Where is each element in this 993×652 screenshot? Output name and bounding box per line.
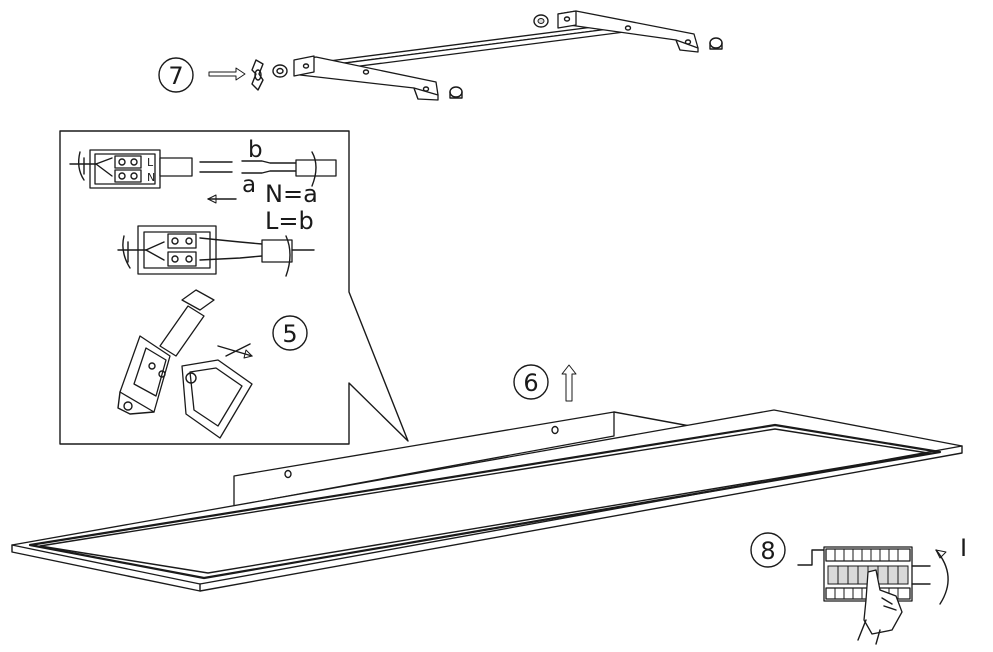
- wire-a-label: a: [242, 172, 256, 198]
- step-5-circle: [272, 315, 308, 351]
- washer-icon: [272, 64, 288, 78]
- rotate-arrow-icon: [935, 549, 949, 605]
- left-arrow-icon: [207, 194, 237, 204]
- mounting-bracket-icon: [293, 10, 699, 101]
- step-7-number: 7: [168, 62, 183, 90]
- panel-screw-right-icon: [551, 425, 559, 435]
- step-5-number: 5: [282, 320, 297, 348]
- rule-live-text: L=b: [265, 207, 314, 235]
- switch-on-symbol: I: [960, 534, 967, 562]
- panel-screw-left-icon: [284, 469, 292, 479]
- step-7-circle: [158, 57, 194, 93]
- terminal-block-assembled-icon: [117, 225, 315, 277]
- terminal-block-icon: L N: [69, 149, 193, 189]
- led-panel-icon: [11, 409, 963, 592]
- terminal-N-label: N: [147, 171, 155, 184]
- step-8-group: 8 I: [750, 532, 967, 645]
- bracket-screw-icon: [449, 14, 723, 99]
- step-6-number: 6: [523, 369, 538, 397]
- step-6-group: 6: [513, 364, 577, 402]
- step-6-circle: [513, 364, 549, 400]
- wiring-detail-box: L N b a N=a L=b: [59, 130, 409, 445]
- connect-equals-icon: [199, 161, 233, 173]
- wire-b-label: b: [248, 137, 263, 163]
- up-arrow-icon: [561, 364, 577, 402]
- mains-cable-icon: [241, 151, 337, 187]
- terminal-cover-icon: [117, 289, 253, 439]
- right-arrow-icon: [208, 67, 246, 81]
- circuit-breaker-icon: [797, 546, 931, 602]
- hand-icon: [857, 569, 903, 645]
- step-7-group: 7: [158, 10, 723, 101]
- step-8-number: 8: [760, 537, 775, 565]
- rule-neutral-text: N=a: [265, 180, 318, 208]
- terminal-L-label: L: [147, 156, 154, 169]
- wing-nut-icon: [251, 59, 264, 91]
- fold-arrow-icon: [217, 343, 253, 359]
- step-8-circle: [750, 532, 786, 568]
